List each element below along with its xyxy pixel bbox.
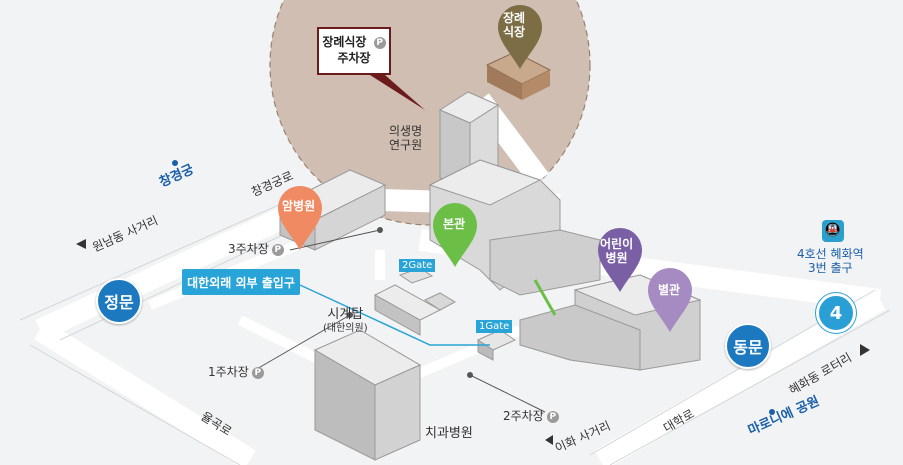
dental-hospital-building (313, 329, 422, 461)
main-gate-marker[interactable]: 정문 (96, 278, 142, 324)
parking-icon: P (373, 36, 386, 49)
funeral-parking-callout[interactable]: 장례식장 P 주차장 (317, 27, 391, 75)
research-institute-label: 의생명 연구원 (389, 124, 423, 152)
east-gate-marker[interactable]: 동문 (725, 323, 771, 369)
callout-pointer (370, 75, 425, 110)
parking-icon: P (271, 243, 284, 256)
gate-2-tag[interactable]: 2Gate (399, 259, 436, 272)
pin-funeral-line2: 식장 (503, 24, 526, 39)
parking-icon: P (251, 366, 264, 379)
entrance-route (299, 284, 490, 346)
pin-children-hospital[interactable]: 어린이 병원 (600, 237, 634, 266)
pin-cancer-hospital[interactable]: 암병원 (282, 199, 316, 213)
pin-funeral-hall[interactable]: 장례 식장 (503, 11, 526, 40)
clock-tower-label: 시계탑 (대한의원) (323, 307, 368, 334)
parking-icon: P (546, 410, 559, 423)
gate-1-tag[interactable]: 1Gate (476, 320, 513, 333)
outpatient-entrance-label[interactable]: 대한외래 외부 출입구 (182, 269, 300, 295)
line-4-marker: 4 (816, 293, 856, 333)
pins (278, 5, 692, 332)
pin-children-line1: 어린이 (600, 237, 634, 251)
dental-hospital-label: 치과병원 (425, 426, 473, 441)
pin-annex[interactable]: 별관 (658, 283, 681, 297)
pin-main-building[interactable]: 본관 (443, 217, 466, 231)
pin-funeral-line1: 장례 (503, 11, 526, 25)
callout-line2: 주차장 (337, 50, 371, 65)
hyehwa-station-label: 4호선 혜화역 3번 출구 (797, 247, 864, 275)
pin-children-line2: 병원 (605, 250, 628, 265)
callout-line1: 장례식장 P (319, 35, 389, 51)
subway-train-icon: 🚇 (822, 220, 844, 242)
main-hospital-building (428, 159, 601, 296)
funeral-hall-building (485, 51, 552, 100)
